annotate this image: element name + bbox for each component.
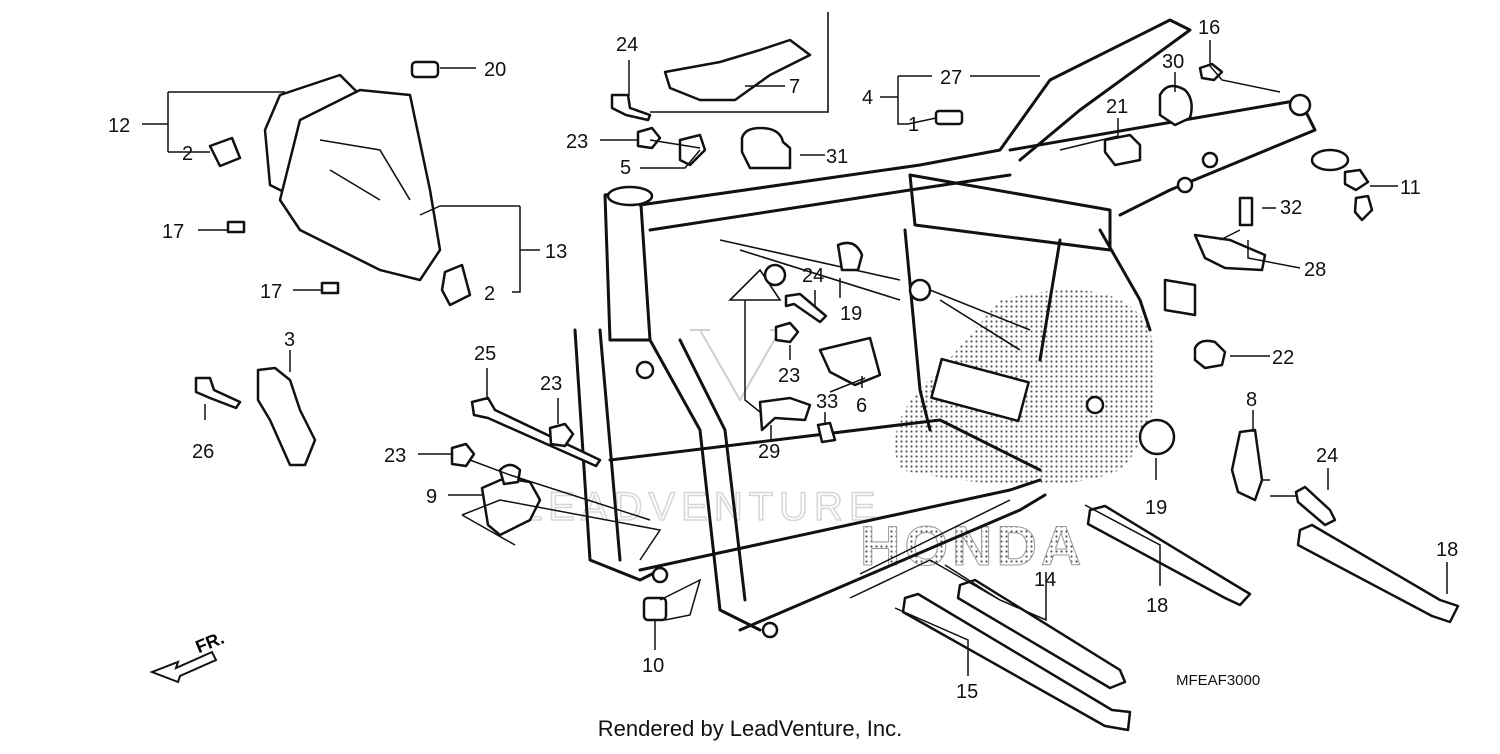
callout-11[interactable]: 11 (1400, 177, 1421, 199)
front-arrow-icon (149, 650, 218, 684)
callout-2-upper[interactable]: 2 (182, 143, 193, 165)
callout-28[interactable]: 28 (1304, 259, 1326, 281)
bracket-7 (663, 38, 812, 102)
nut-23-top (636, 126, 662, 150)
clamp-31 (740, 126, 792, 170)
bracket-3 (256, 366, 317, 467)
key-lock-11 (1310, 148, 1374, 222)
callout-18-center[interactable]: 18 (1146, 595, 1168, 617)
mount-block-right (1163, 278, 1197, 317)
watermark: LEADVENTURE HONDA (519, 329, 1085, 578)
collar-10 (642, 596, 668, 622)
side-cover-lower (278, 88, 442, 282)
callout-29[interactable]: 29 (758, 441, 780, 463)
callout-15[interactable]: 15 (956, 681, 978, 703)
callout-27[interactable]: 27 (940, 67, 962, 89)
grommet-2-upper (208, 136, 242, 168)
callout-17-upper[interactable]: 17 (162, 221, 184, 243)
callout-21[interactable]: 21 (1106, 96, 1128, 118)
plug-19-bottom (1138, 418, 1176, 456)
bolt-24-right (1294, 485, 1337, 527)
leader-lines (142, 40, 1448, 676)
bolt-15 (901, 592, 1132, 732)
credit-text: Rendered by LeadVenture, Inc. (597, 716, 903, 741)
callout-5[interactable]: 5 (620, 157, 631, 179)
callout-2-lower[interactable]: 2 (484, 283, 495, 305)
callout-23-left-lower[interactable]: 23 (384, 445, 406, 467)
bolt-24-center (784, 292, 828, 324)
front-arrow-label: FR. (193, 628, 227, 657)
bolt-18-right (1296, 523, 1460, 624)
nut-23-left-lower (450, 442, 476, 468)
watermark-text-leadventure: LEADVENTURE (520, 485, 882, 529)
callout-14[interactable]: 14 (1034, 569, 1056, 591)
callout-23-left-upper[interactable]: 23 (540, 373, 562, 395)
bolt-25 (470, 396, 602, 468)
nut-23-center (774, 321, 800, 344)
callout-13[interactable]: 13 (545, 241, 567, 263)
callout-23-center[interactable]: 23 (778, 365, 800, 387)
bolt-26 (194, 376, 242, 410)
bracket-6 (818, 336, 882, 387)
callout-7[interactable]: 7 (789, 76, 800, 98)
callout-18-right[interactable]: 18 (1436, 539, 1458, 561)
bolt-14 (956, 578, 1127, 690)
callout-10[interactable]: 10 (642, 655, 664, 677)
callout-17-lower[interactable]: 17 (260, 281, 282, 303)
bracket-8 (1230, 428, 1264, 502)
bracket-7-inset (650, 12, 829, 113)
side-cover-assembly (263, 73, 442, 282)
callout-19-bottom[interactable]: 19 (1145, 497, 1167, 519)
clamp-30 (1158, 84, 1193, 127)
main-frame (573, 18, 1317, 639)
front-direction-indicator: FR. (149, 628, 227, 684)
callout-24-center[interactable]: 24 (802, 265, 824, 287)
callout-26[interactable]: 26 (192, 441, 214, 463)
callout-23-top[interactable]: 23 (566, 131, 588, 153)
callout-24-top[interactable]: 24 (616, 34, 638, 56)
callout-12[interactable]: 12 (108, 115, 130, 137)
bolt-18-center (1086, 504, 1252, 607)
callout-3[interactable]: 3 (284, 329, 295, 351)
plug-19-top (836, 241, 864, 272)
callout-16[interactable]: 16 (1198, 17, 1220, 39)
callout-labels: 1 2 2 3 4 5 6 7 8 9 10 11 12 13 14 15 16… (108, 17, 1458, 703)
bolt-17-upper (226, 220, 246, 234)
bracket-5 (678, 133, 707, 167)
bolt-24-top (610, 93, 652, 122)
callout-4[interactable]: 4 (862, 87, 873, 109)
bracket-29 (758, 396, 812, 432)
clip-21 (1103, 133, 1142, 167)
callout-22[interactable]: 22 (1272, 347, 1294, 369)
clamp-22 (1193, 339, 1227, 370)
grommet-1 (934, 109, 964, 126)
callout-30[interactable]: 30 (1162, 51, 1184, 73)
bolt-17-lower (320, 281, 340, 295)
callout-8[interactable]: 8 (1246, 389, 1257, 411)
grommet-2-lower (440, 263, 472, 307)
diagram-code: MFEAF3000 (1176, 672, 1261, 689)
bolt-32 (1238, 196, 1254, 227)
callout-31[interactable]: 31 (826, 146, 848, 168)
callout-32[interactable]: 32 (1280, 197, 1302, 219)
callout-25[interactable]: 25 (474, 343, 496, 365)
cap-part-20 (410, 60, 440, 79)
nut-23-left-upper (548, 422, 575, 448)
callout-6[interactable]: 6 (856, 395, 867, 417)
callout-24-right[interactable]: 24 (1316, 445, 1338, 467)
callout-19-top[interactable]: 19 (840, 303, 862, 325)
watermark-text-honda: HONDA (860, 514, 1085, 577)
callout-9[interactable]: 9 (426, 486, 437, 508)
callout-33[interactable]: 33 (816, 391, 838, 413)
bolt-33 (816, 421, 837, 444)
callout-20[interactable]: 20 (484, 59, 506, 81)
bracket-28 (1193, 233, 1267, 272)
callout-1[interactable]: 1 (908, 114, 919, 136)
